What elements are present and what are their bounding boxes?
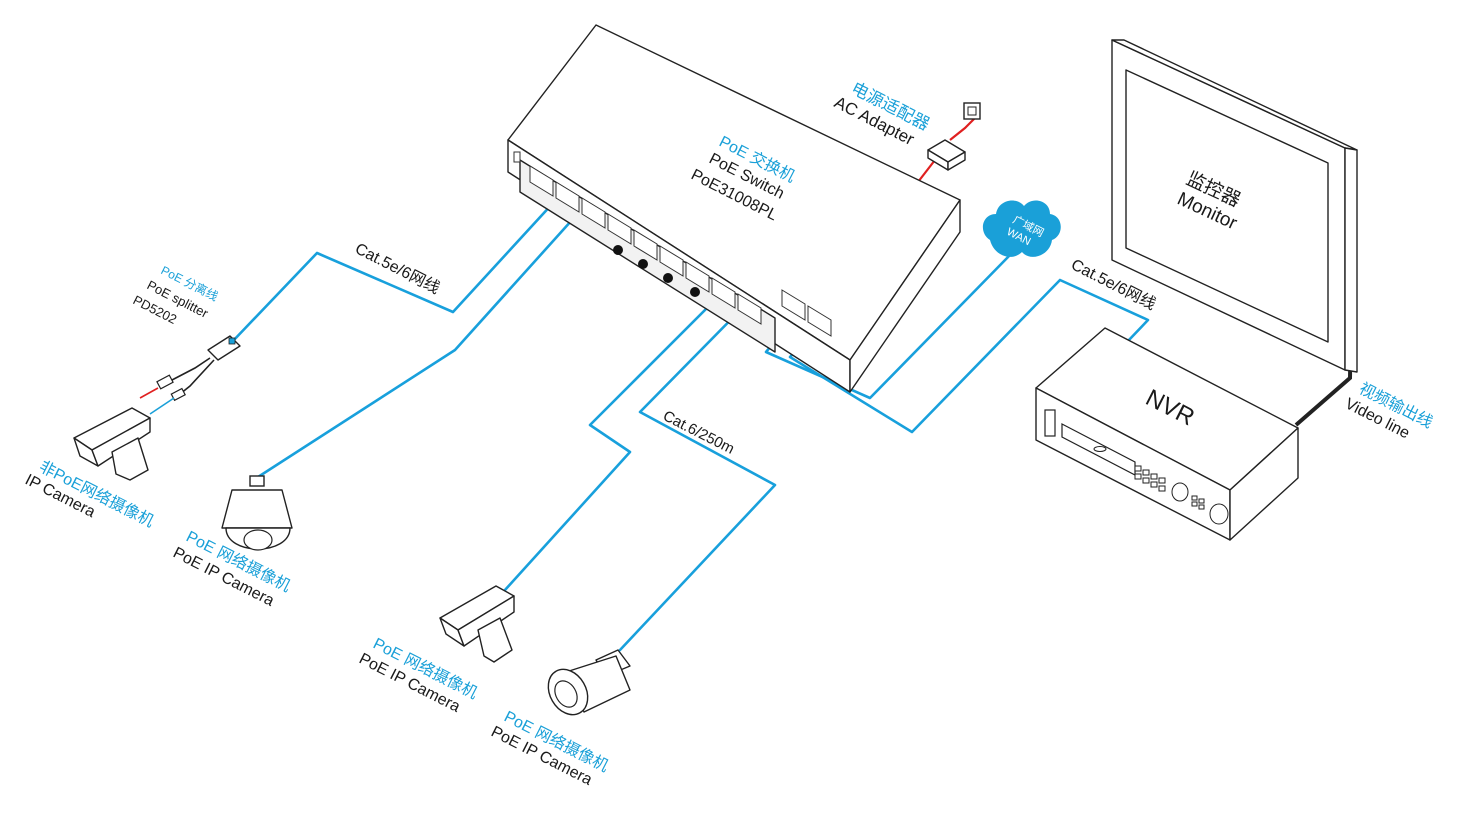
cloud-icon [982,200,1061,257]
cable-switch-to-splitter [230,188,567,344]
nvr-power-button [1044,409,1056,437]
more-ports-dots [613,245,700,297]
switch-led [513,151,521,163]
wan-cloud: 广域网 WAN [982,200,1061,257]
cable-switch-to-bullet-camera [618,288,777,652]
cable-switch-to-dome-camera [256,198,592,479]
cable-label-cat6: Cat.6/250m [660,407,737,457]
bullet-camera: PoE 网络摄像机 PoE IP Camera [488,649,631,789]
dome-camera: PoE 网络摄像机 PoE IP Camera [170,475,294,610]
poe-splitter: PoE 分离线 PoE splitter PD5202 [131,262,241,415]
power-wire [917,159,936,183]
monitor: 监控器 Monitor [1111,39,1358,373]
box-camera: PoE 网络摄像机 PoE IP Camera [356,585,515,716]
non-poe-camera: 非PoE网络摄像机 IP Camera [22,407,157,531]
cable-switch-to-box-camera [503,278,737,592]
power-wire-2 [949,117,976,141]
poe-switch: PoE 交换机 PoE Switch PoE31008PL [507,24,961,393]
nvr: NVR [1035,327,1299,541]
switch-ports [529,165,832,337]
nvr-buttons [1134,465,1229,525]
